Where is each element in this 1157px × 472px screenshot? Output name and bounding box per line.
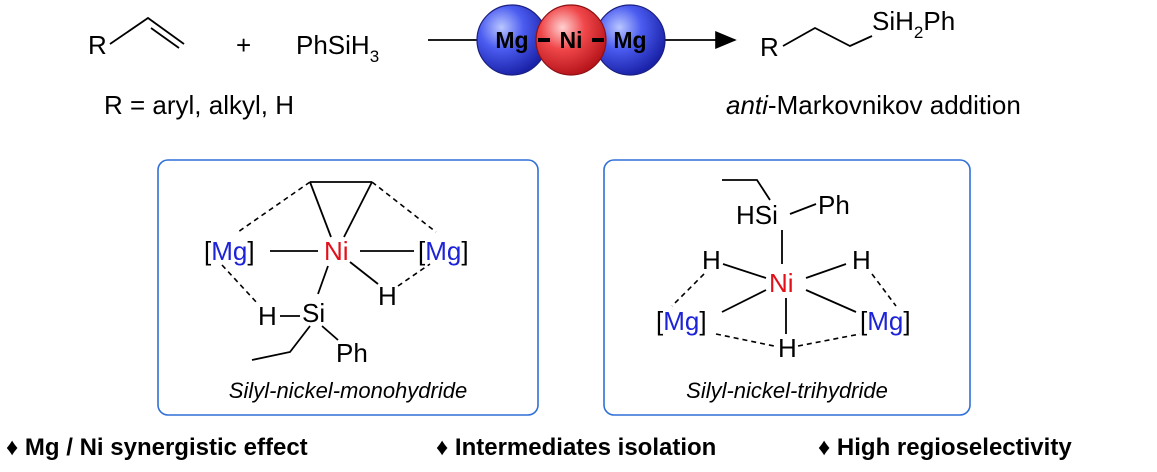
silane-formula: PhSiH3 bbox=[296, 30, 379, 66]
mg-right-bracket: [Mg] bbox=[418, 236, 469, 266]
mg-label-left: Mg bbox=[495, 27, 528, 53]
ni-center: Ni bbox=[769, 268, 794, 298]
silicon-atom: Si bbox=[302, 298, 325, 328]
trihydride-box bbox=[603, 159, 971, 416]
ni-mg-bond-left bbox=[721, 289, 767, 313]
ni-h-bond-left bbox=[722, 263, 767, 279]
highlight-text: Mg / Ni synergistic effect bbox=[24, 434, 308, 461]
ni-h-bond bbox=[349, 261, 379, 285]
product: R SiH2Ph bbox=[760, 6, 955, 62]
hydride-right: H bbox=[852, 245, 871, 275]
diamond-bullet-icon: ♦ bbox=[6, 434, 19, 461]
h-mg-dash-bottom-right bbox=[797, 333, 861, 347]
reactant-r-label: R bbox=[88, 30, 107, 60]
highlight-item: ♦ Intermediates isolation bbox=[436, 434, 716, 462]
alkene-bonds bbox=[109, 16, 185, 45]
monohydride-box bbox=[157, 159, 539, 416]
highlights-bar: ♦ Mg / Ni synergistic effect ♦ Intermedi… bbox=[0, 428, 1157, 468]
trihydride-panel: HSi Ph Ni H H H [Mg] [Mg] Silyl-nickel-t… bbox=[603, 159, 971, 416]
monohydride-caption: Silyl-nickel-monohydride bbox=[229, 378, 467, 403]
mg-label-right: Mg bbox=[613, 27, 646, 53]
ni-mg-bond-right bbox=[805, 289, 857, 313]
selectivity-label: anti-Markovnikov addition bbox=[726, 90, 1021, 120]
highlight-text: Intermediates isolation bbox=[454, 434, 717, 461]
hydride-left: H bbox=[702, 245, 721, 275]
si-hydride-h: H bbox=[258, 301, 277, 331]
product-r-label: R bbox=[760, 32, 779, 62]
product-chain bbox=[782, 26, 873, 47]
hydride-bottom: H bbox=[778, 333, 797, 363]
si-ethyl-chain bbox=[251, 325, 311, 361]
silane-reagent: PhSiH3 bbox=[296, 30, 379, 66]
highlight-item: ♦ High regioselectivity bbox=[818, 434, 1072, 462]
mg-ni-mg-catalyst: Mg Ni Mg bbox=[476, 4, 666, 76]
diamond-bullet-icon: ♦ bbox=[818, 434, 831, 461]
ni-c1-bond bbox=[309, 181, 332, 238]
mg-left-bracket: [Mg] bbox=[204, 236, 255, 266]
ni-label: Ni bbox=[560, 27, 583, 53]
trihydride-caption: Silyl-nickel-trihydride bbox=[686, 378, 888, 403]
diamond-bullet-icon: ♦ bbox=[436, 434, 449, 461]
c2-mg-dash bbox=[371, 181, 437, 233]
mg-h-dash-bottom-left bbox=[715, 333, 775, 347]
mg-right-bracket: [Mg] bbox=[860, 306, 911, 336]
product-silyl: SiH2Ph bbox=[872, 6, 955, 42]
si-ph-bond bbox=[321, 325, 339, 341]
highlight-item: ♦ Mg / Ni synergistic effect bbox=[6, 434, 308, 462]
h-mg-dash bbox=[397, 263, 431, 287]
h-mg-dash-right bbox=[871, 273, 897, 307]
hsi-label: HSi bbox=[736, 200, 778, 230]
ni-si-bond bbox=[317, 265, 329, 295]
highlight-text: High regioselectivity bbox=[836, 434, 1072, 461]
alkene-double-bond bbox=[150, 27, 180, 49]
si-ethyl-chain bbox=[722, 179, 771, 201]
ni-c2-bond bbox=[343, 181, 373, 238]
phenyl-label: Ph bbox=[336, 338, 368, 368]
reaction-scheme: R + PhSiH3 Mg Ni Mg R SiH2Ph R = aryl, a… bbox=[88, 4, 1021, 416]
ni-sphere bbox=[535, 4, 607, 76]
ni-hydride-h: H bbox=[378, 281, 397, 311]
c1-mg-dash bbox=[237, 181, 311, 233]
mg-left-bracket: [Mg] bbox=[656, 306, 707, 336]
alkene-reactant: R bbox=[88, 16, 185, 60]
monohydride-panel: [Mg] Ni [Mg] H Si H Ph Silyl-nickel-mono… bbox=[157, 159, 539, 416]
ni-h-bond-right bbox=[805, 263, 847, 279]
ni-center: Ni bbox=[324, 236, 349, 266]
substrate-scope: R = aryl, alkyl, H bbox=[104, 90, 294, 120]
si-ph-bond bbox=[789, 203, 817, 215]
h-mg-dash-left bbox=[671, 273, 705, 307]
plus-sign: + bbox=[236, 30, 251, 60]
phenyl-label: Ph bbox=[818, 190, 850, 220]
